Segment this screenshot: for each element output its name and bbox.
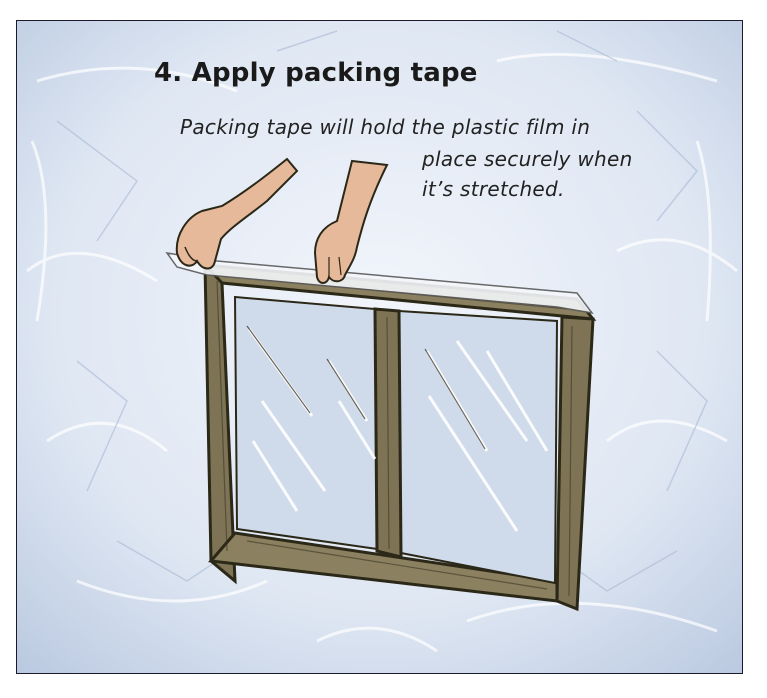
instruction-panel: 4. Apply packing tape Packing tape will …	[16, 20, 743, 674]
step-title: 4. Apply packing tape	[154, 58, 478, 88]
window-frame	[165, 251, 597, 612]
right-hand	[313, 159, 389, 284]
left-hand	[175, 157, 299, 270]
description-line-2: place securely when	[422, 147, 633, 171]
description-line-3: it’s stretched.	[422, 177, 565, 201]
description-line-1: Packing tape will hold the plastic film …	[180, 115, 591, 139]
window-illustration	[165, 157, 597, 612]
